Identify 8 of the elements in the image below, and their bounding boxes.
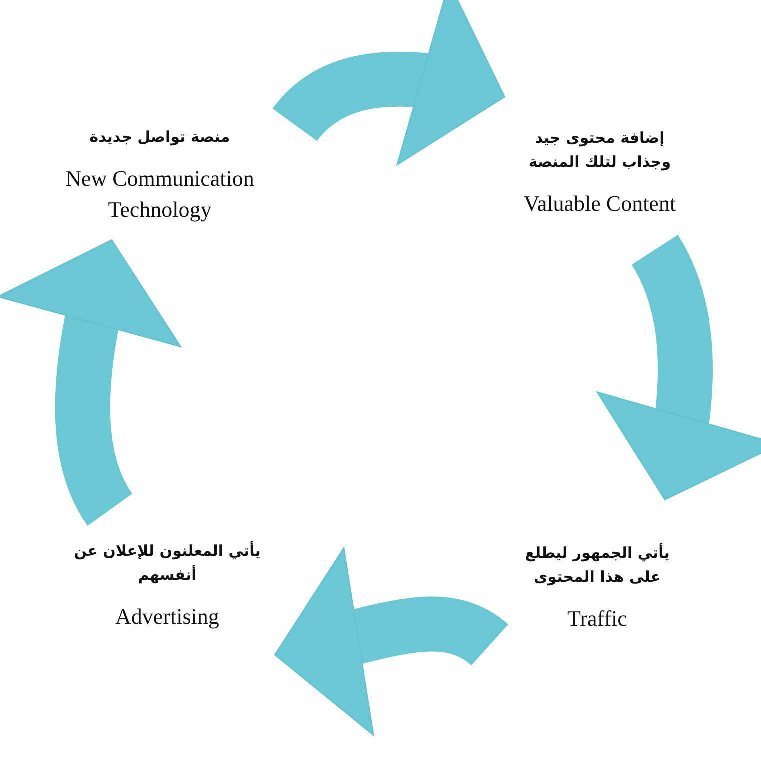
english-label: Advertising: [114, 602, 220, 631]
english-label: Traffic: [566, 605, 628, 633]
english-label: New Communication Technology: [64, 165, 256, 224]
arabic-label: منصة تواصل جديدة: [88, 127, 232, 148]
arabic-label: إضافة محتوى جيد وجذاب لتلك المنصة: [528, 128, 672, 173]
arabic-label: يأتي الجمهور ليطلع على هذا المحتوى: [524, 542, 671, 588]
english-label: Valuable Content: [522, 190, 678, 218]
arabic-label: يأتي المعلنون للإعلان عن أنفسهم: [73, 540, 262, 586]
